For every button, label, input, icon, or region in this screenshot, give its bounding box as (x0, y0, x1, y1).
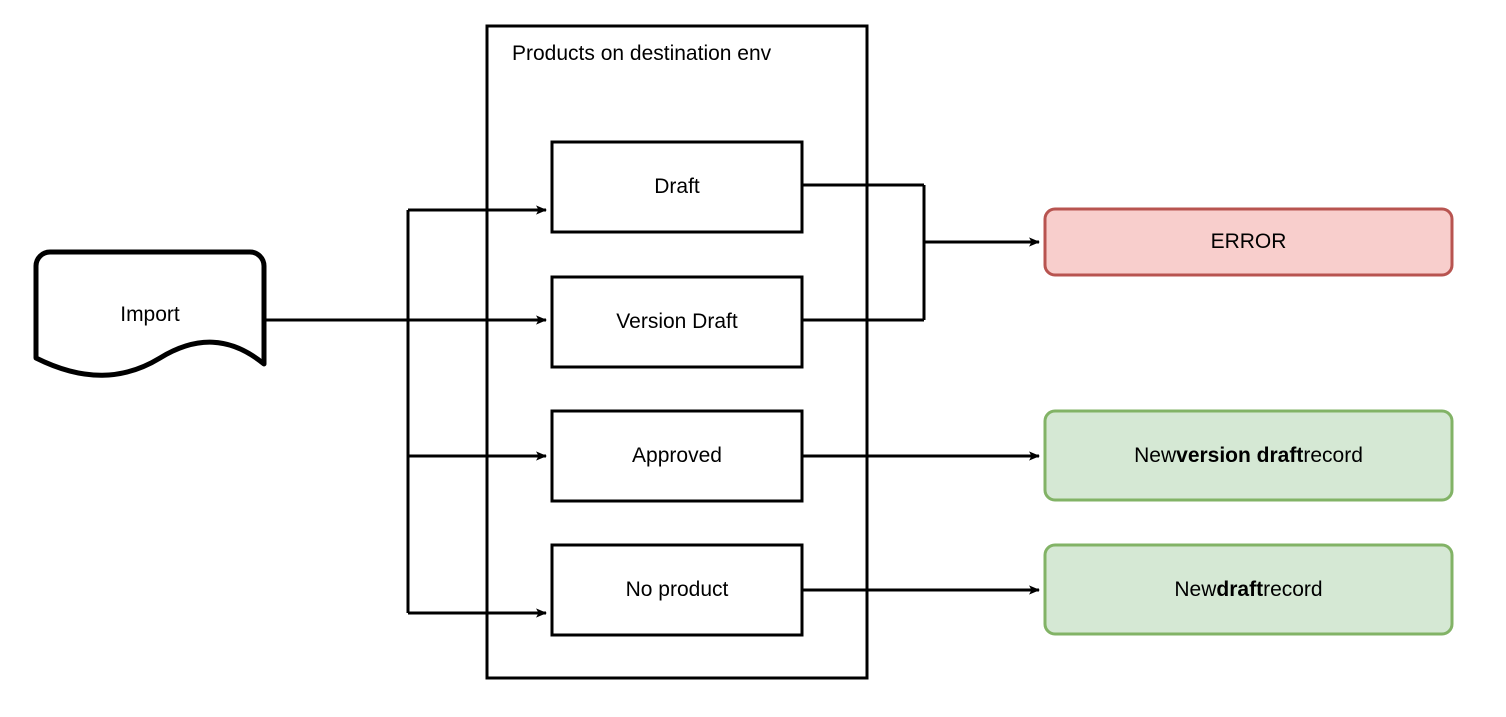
outcome-box-new-draft-record[interactable] (1043, 543, 1454, 636)
outcome-box-new-version-draft-record[interactable] (1043, 409, 1454, 502)
state-box-version-draft[interactable] (550, 275, 804, 369)
state-box-approved[interactable] (550, 409, 804, 503)
state-box-draft[interactable] (550, 140, 804, 234)
container-title-products-on-destination-env: Products on destination env (512, 42, 772, 65)
state-box-no-product[interactable] (550, 543, 804, 637)
outcome-box-error[interactable] (1043, 207, 1454, 277)
import-node-shape[interactable] (33, 249, 267, 378)
